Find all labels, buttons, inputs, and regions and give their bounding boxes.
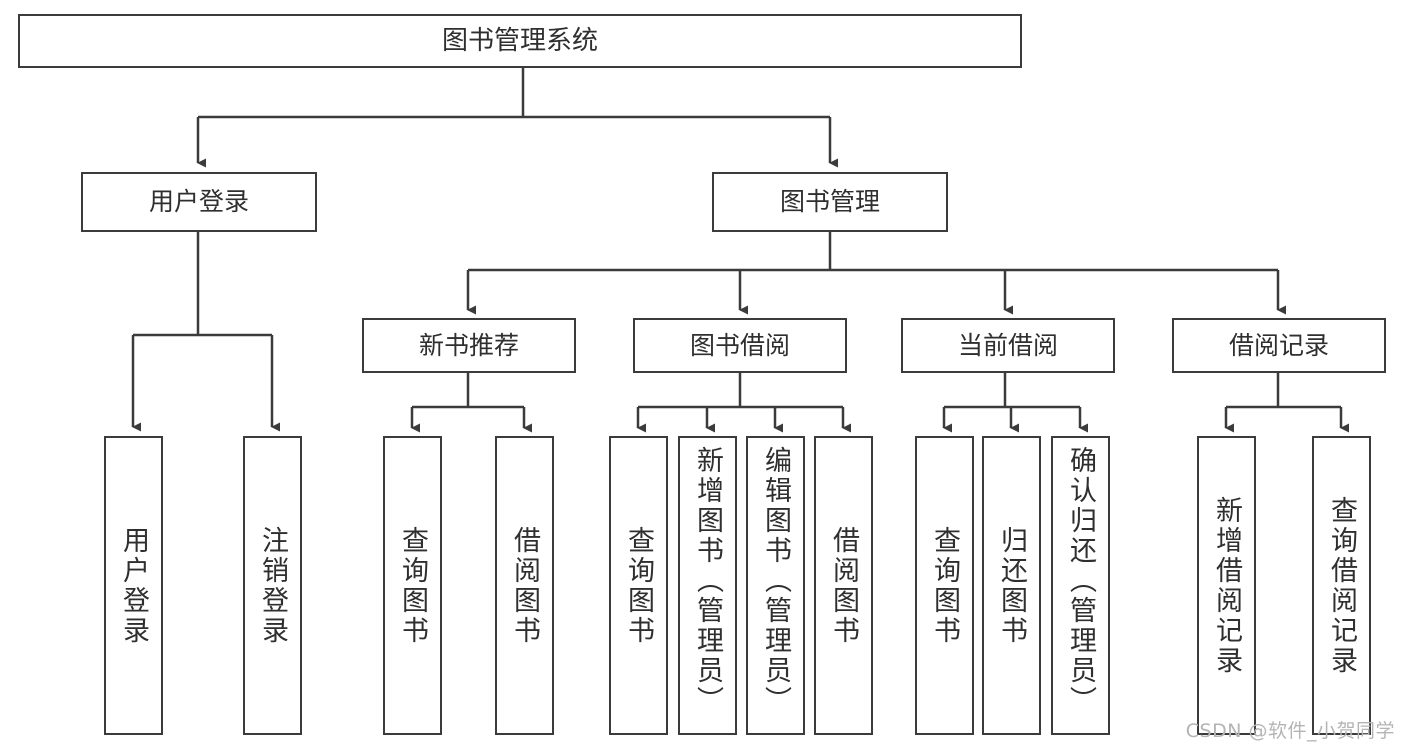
leaf-bb-add-book[interactable]: 新增图书（管理员） [678,436,737,735]
node-book-management[interactable]: 图书管理 [712,172,948,232]
leaf-user-login-label: 用户登录 [118,525,149,646]
leaf-nb-query-book-label: 查询图书 [397,525,428,646]
node-user-login-label: 用户登录 [148,187,249,217]
leaf-logout[interactable]: 注销登录 [243,436,302,735]
node-root-system-label: 图书管理系统 [441,25,598,56]
node-current-borrow[interactable]: 当前借阅 [901,318,1115,373]
leaf-bb-add-book-label: 新增图书（管理员） [692,446,723,716]
csdn-watermark: CSDN @软件_小贺同学 [1185,720,1395,742]
node-book-borrow[interactable]: 图书借阅 [633,318,847,373]
node-book-borrow-label: 图书借阅 [689,330,790,360]
leaf-cb-query-book-label: 查询图书 [929,525,960,646]
leaf-br-add-record[interactable]: 新增借阅记录 [1197,436,1256,735]
leaf-nb-query-book[interactable]: 查询图书 [383,436,442,735]
leaf-br-query-record-label: 查询借阅记录 [1326,495,1357,676]
leaf-bb-borrow-book-label: 借阅图书 [828,525,859,646]
leaf-cb-query-book[interactable]: 查询图书 [915,436,974,735]
leaf-cb-confirm-return-label: 确认归还（管理员） [1065,446,1096,716]
leaf-cb-return-book-label: 归还图书 [996,525,1027,646]
leaf-cb-confirm-return[interactable]: 确认归还（管理员） [1051,436,1110,735]
leaf-bb-borrow-book[interactable]: 借阅图书 [814,436,873,735]
node-current-borrow-label: 当前借阅 [957,330,1058,360]
node-new-book-recommend[interactable]: 新书推荐 [362,318,576,373]
node-root-system[interactable]: 图书管理系统 [18,14,1022,68]
node-new-book-recommend-label: 新书推荐 [418,330,519,360]
node-borrow-record[interactable]: 借阅记录 [1172,318,1386,373]
leaf-br-query-record[interactable]: 查询借阅记录 [1312,436,1371,735]
node-borrow-record-label: 借阅记录 [1228,330,1329,360]
node-user-login[interactable]: 用户登录 [81,172,317,232]
leaf-bb-query-book[interactable]: 查询图书 [609,436,668,735]
leaf-logout-label: 注销登录 [257,525,288,646]
leaf-br-add-record-label: 新增借阅记录 [1211,495,1242,676]
node-book-management-label: 图书管理 [779,187,880,217]
leaf-bb-edit-book-label: 编辑图书（管理员） [760,446,791,716]
leaf-nb-borrow-book-label: 借阅图书 [509,525,540,646]
leaf-cb-return-book[interactable]: 归还图书 [982,436,1041,735]
leaf-bb-edit-book[interactable]: 编辑图书（管理员） [746,436,805,735]
leaf-bb-query-book-label: 查询图书 [623,525,654,646]
leaf-user-login[interactable]: 用户登录 [104,436,163,735]
leaf-nb-borrow-book[interactable]: 借阅图书 [495,436,554,735]
